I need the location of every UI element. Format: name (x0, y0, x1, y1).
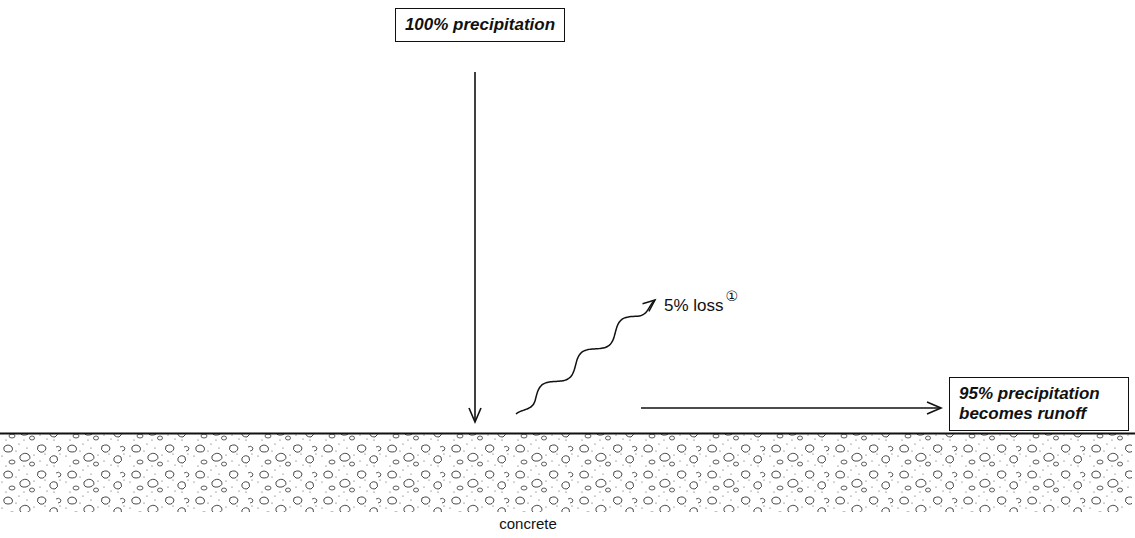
runoff-box: 95% precipitation becomes runoff (949, 377, 1129, 431)
wave-line (516, 300, 655, 414)
concrete-texture (0, 434, 1132, 512)
callout-number: ① (726, 288, 739, 304)
precipitation-box: 100% precipitation (395, 8, 565, 42)
runoff-arrow (641, 402, 941, 414)
node-text: 95% precipitation becomes runoff (959, 384, 1119, 424)
loss-label: 5% loss (664, 296, 724, 316)
precipitation-arrow (469, 72, 481, 422)
wave-arrowhead (643, 300, 655, 311)
material-label: concrete (499, 515, 557, 532)
ground-line (0, 433, 1135, 435)
node-text: 100% precipitation (405, 15, 555, 35)
evaporation-arrow (516, 300, 655, 414)
